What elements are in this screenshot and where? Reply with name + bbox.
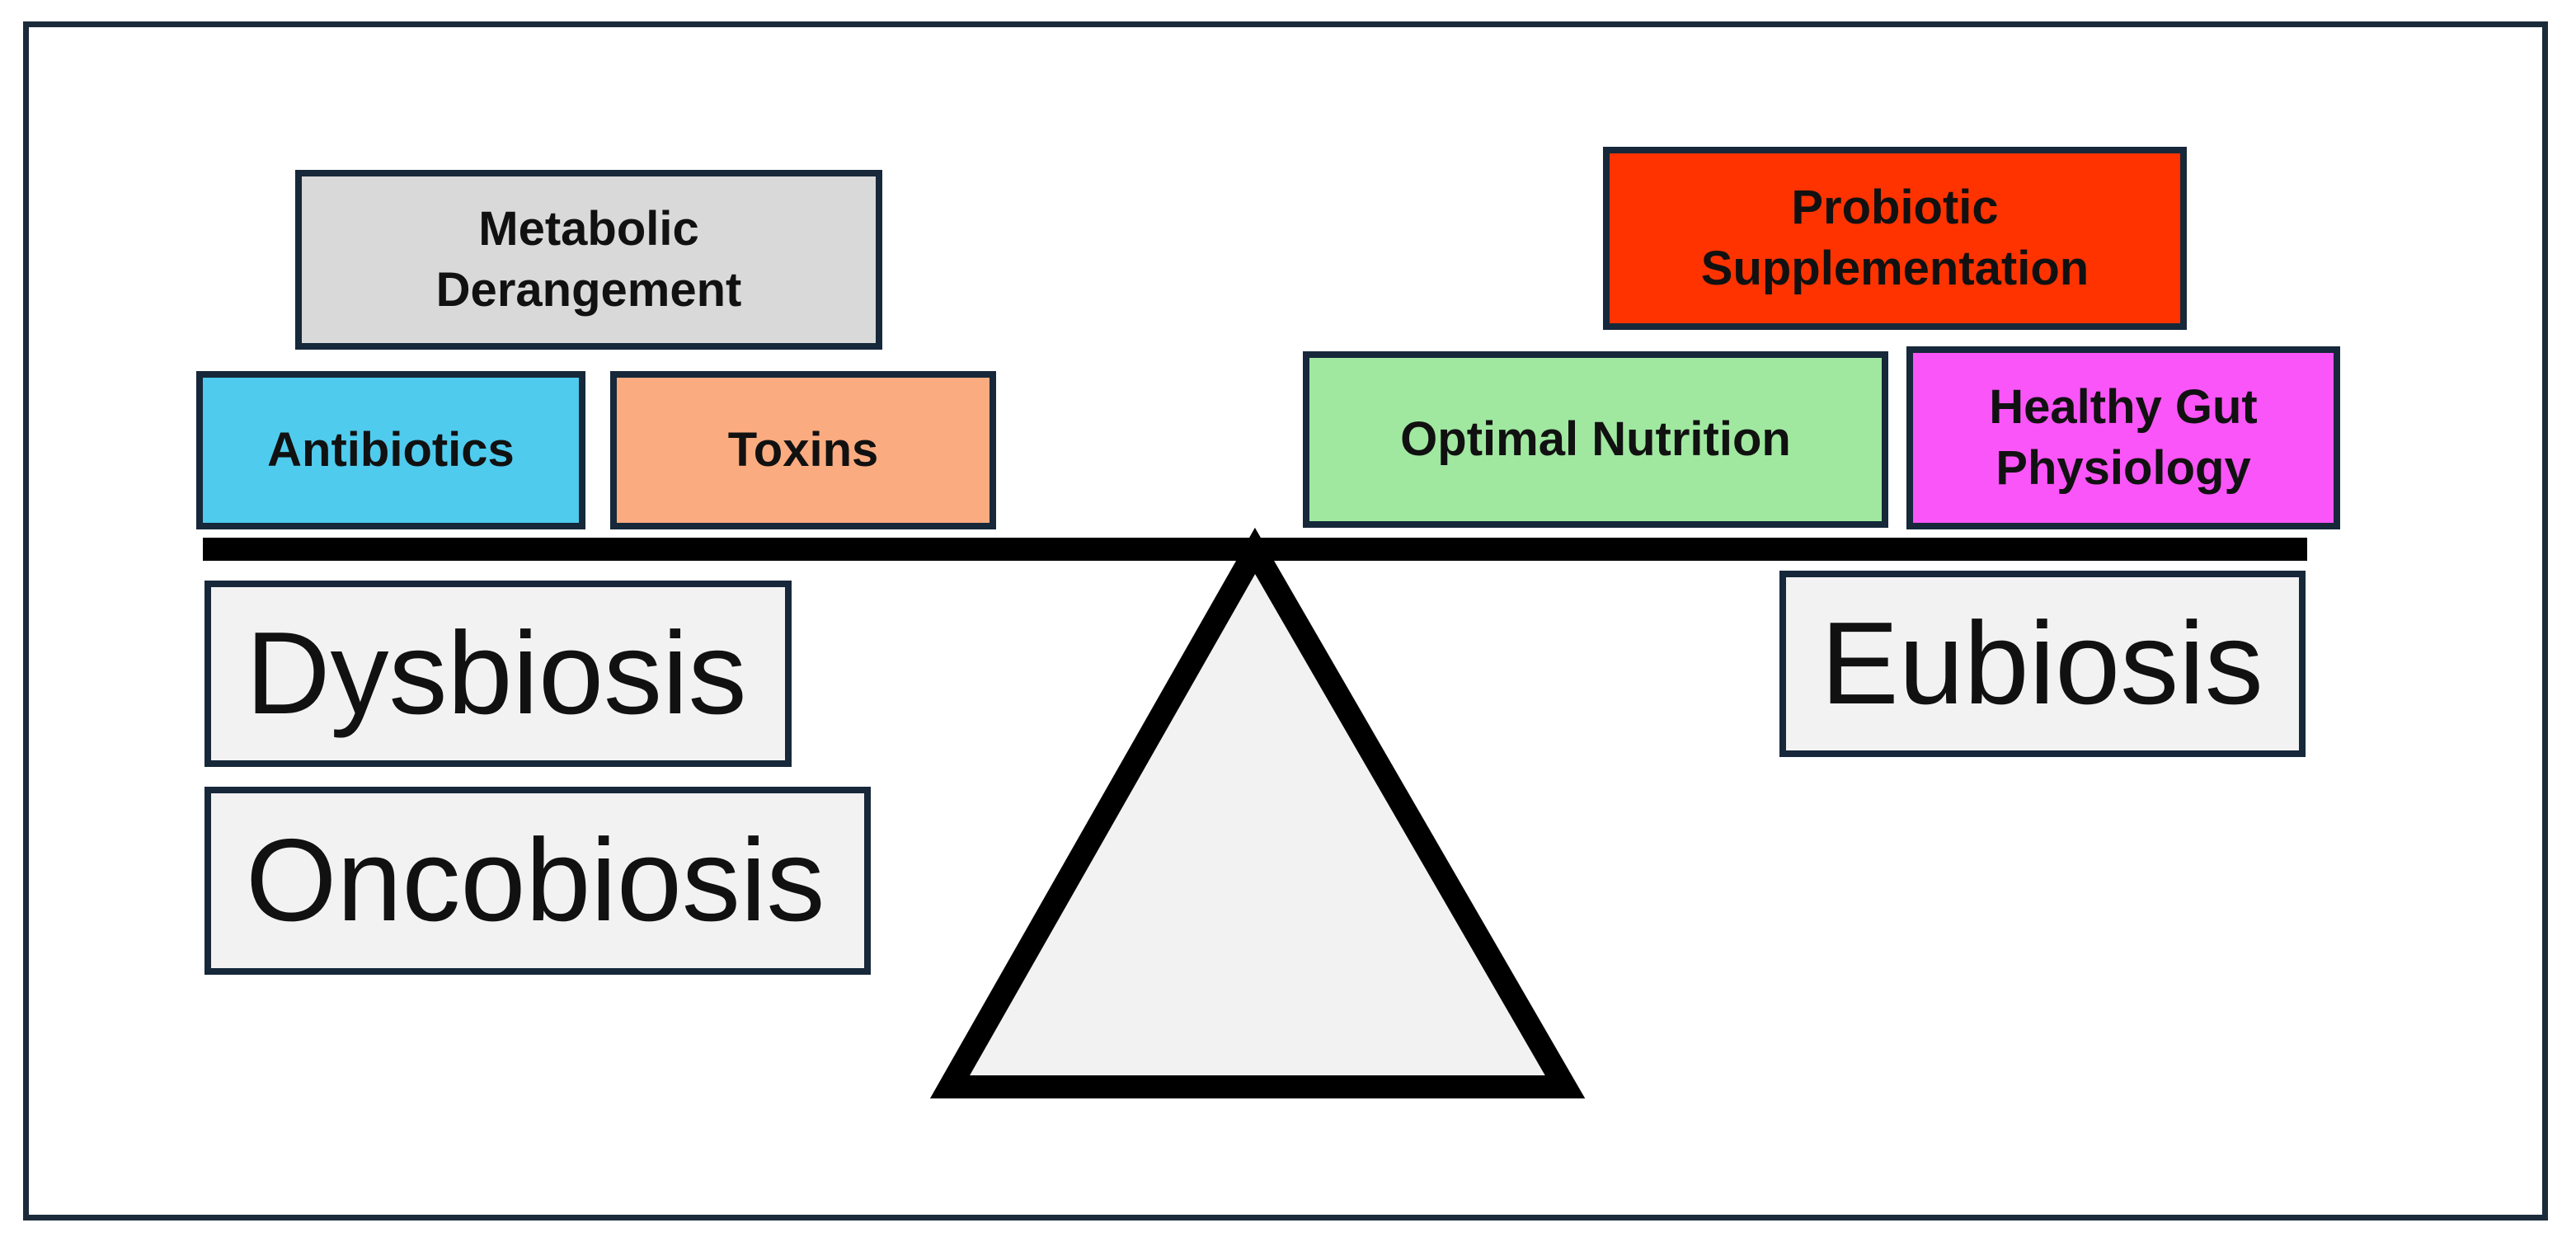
factor-metabolic-line-1: Metabolic [478,201,699,256]
state-eubiosis: Eubiosis [1779,571,2306,757]
factor-toxins-label: Toxins [727,422,879,477]
factor-gut-line-2: Physiology [1995,441,2251,495]
state-dysbiosis: Dysbiosis [204,581,792,767]
state-dysbiosis-label: Dysbiosis [246,608,747,739]
factor-antibiotics-label: Antibiotics [267,422,515,477]
factor-probiotic-line-1: Probiotic [1791,180,1999,234]
factor-metabolic-derangement: Metabolic Derangement [295,170,882,350]
factor-healthy-gut-physiology: Healthy Gut Physiology [1906,346,2340,529]
factor-nutrition-label: Optimal Nutrition [1400,412,1791,466]
factor-probiotic-supplementation: Probiotic Supplementation [1603,147,2187,330]
factor-antibiotics: Antibiotics [196,371,585,529]
factor-gut-line-1: Healthy Gut [1989,379,2258,434]
factor-optimal-nutrition: Optimal Nutrition [1303,351,1888,528]
state-oncobiosis: Oncobiosis [204,787,871,975]
state-eubiosis-label: Eubiosis [1821,598,2263,729]
factor-toxins: Toxins [610,371,996,529]
factor-metabolic-line-2: Derangement [435,263,742,317]
state-oncobiosis-label: Oncobiosis [246,815,825,946]
factor-probiotic-line-2: Supplementation [1700,242,2089,295]
